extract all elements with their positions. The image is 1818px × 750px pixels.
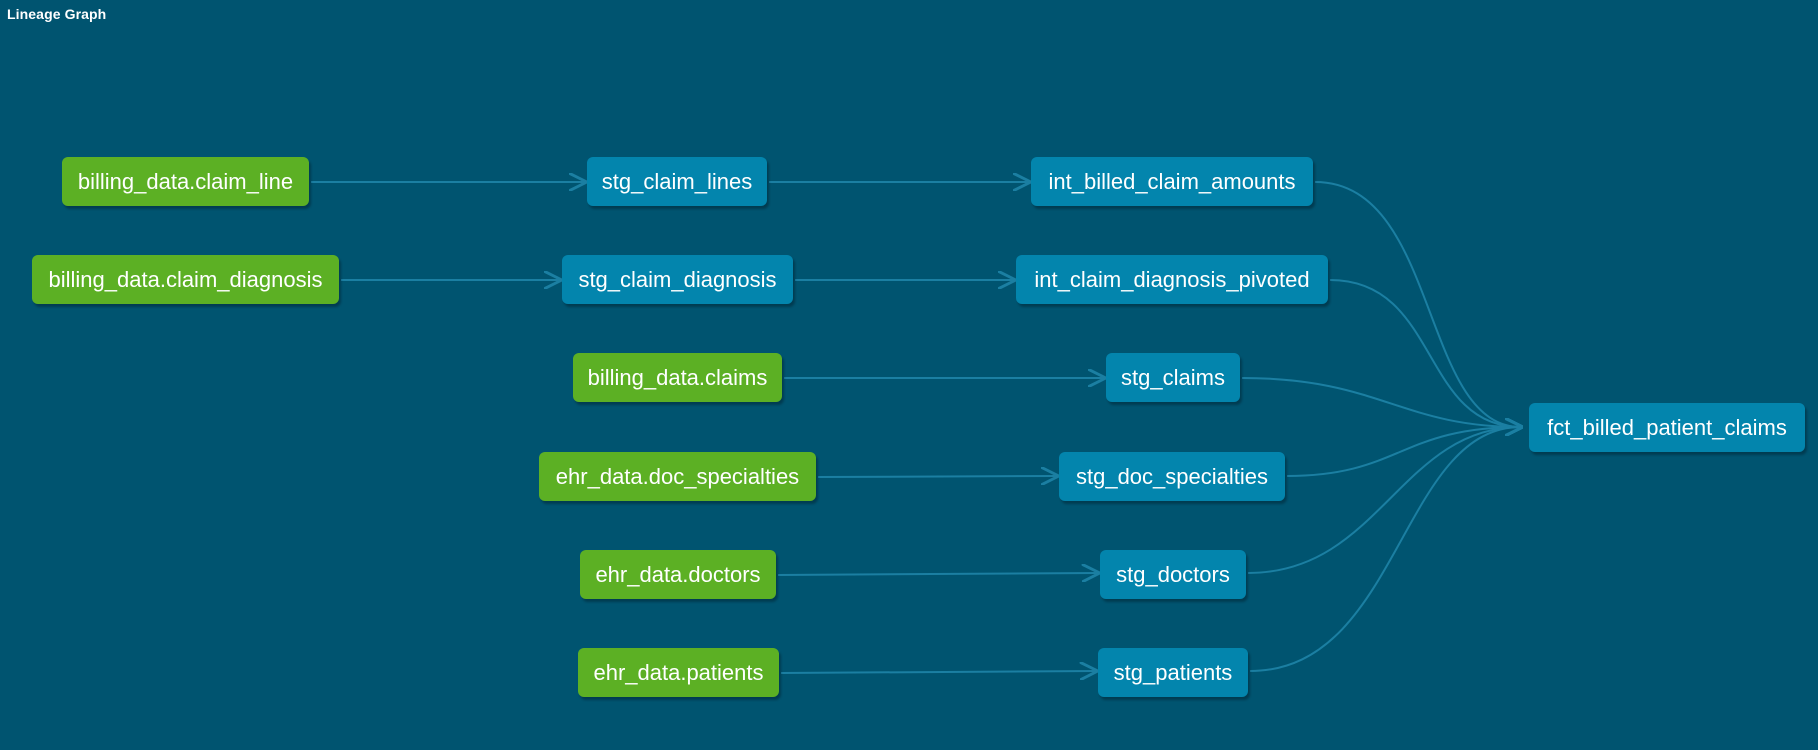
edge-stg-patients-to-fct	[1249, 427, 1521, 672]
edge-int-pivoted-to-fct	[1329, 279, 1521, 427]
node-stg-claims[interactable]: stg_claims	[1106, 353, 1240, 402]
node-ehr-data-patients[interactable]: ehr_data.patients	[578, 648, 779, 697]
edge-int-billed-to-fct	[1314, 181, 1521, 427]
edge-patients-to-stg-patients	[780, 671, 1096, 673]
node-stg-claim-diagnosis[interactable]: stg_claim_diagnosis	[562, 255, 793, 304]
node-stg-doctors[interactable]: stg_doctors	[1100, 550, 1246, 599]
node-stg-claim-lines[interactable]: stg_claim_lines	[587, 157, 767, 206]
node-stg-doc-specialties[interactable]: stg_doc_specialties	[1059, 452, 1285, 501]
node-billing-data-claim-diagnosis[interactable]: billing_data.claim_diagnosis	[32, 255, 339, 304]
edge-stg-doc-specialties-to-fct	[1286, 427, 1521, 477]
node-int-billed-claim-amounts[interactable]: int_billed_claim_amounts	[1031, 157, 1313, 206]
edge-stg-claims-to-fct	[1241, 377, 1521, 427]
node-ehr-data-doctors[interactable]: ehr_data.doctors	[580, 550, 776, 599]
edge-stg-doctors-to-fct	[1247, 427, 1521, 574]
edge-doc-specialties-to-stg-doc-specialties	[817, 476, 1057, 477]
node-int-claim-diagnosis-pivoted[interactable]: int_claim_diagnosis_pivoted	[1016, 255, 1328, 304]
node-stg-patients[interactable]: stg_patients	[1098, 648, 1248, 697]
node-ehr-data-doc-specialties[interactable]: ehr_data.doc_specialties	[539, 452, 816, 501]
node-fct-billed-patient-claims[interactable]: fct_billed_patient_claims	[1529, 403, 1805, 452]
page-title: Lineage Graph	[7, 6, 107, 22]
edge-doctors-to-stg-doctors	[777, 573, 1098, 575]
node-billing-data-claim-line[interactable]: billing_data.claim_line	[62, 157, 309, 206]
node-billing-data-claims[interactable]: billing_data.claims	[573, 353, 782, 402]
